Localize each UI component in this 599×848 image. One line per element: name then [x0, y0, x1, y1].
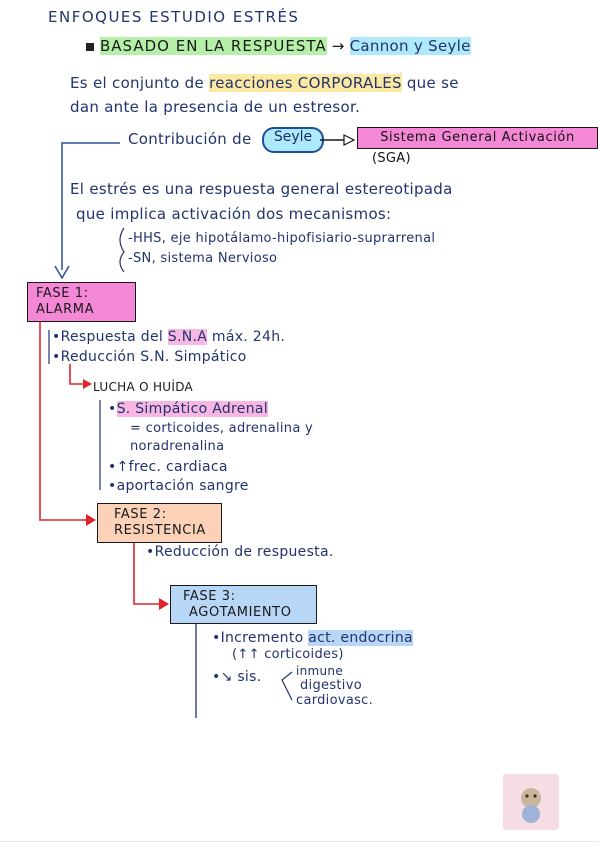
- fight-item-1c: noradrenalina: [130, 439, 225, 454]
- fight-or-flight-label: LUCHA O HUÍDA: [93, 380, 194, 394]
- system-digestive: digestivo: [300, 678, 362, 693]
- arrow-right-icon: [343, 134, 356, 146]
- mechanism-sn: -SN, sistema Nervioso: [128, 251, 278, 266]
- page-bottom-edge: [0, 841, 599, 842]
- intro-line-1: Es el conjunto de reacciones CORPORALES …: [70, 74, 459, 92]
- sticker-logo: [503, 774, 559, 830]
- intro-line-2: dan ante la presencia de un estresor.: [70, 98, 361, 116]
- arrow-down-icon: [54, 265, 70, 280]
- fight-item-2: •↑frec. cardiaca: [108, 459, 228, 475]
- contribution-label: Contribución de: [128, 130, 252, 148]
- section-heading: BASADO EN LA RESPUESTA → Cannon y Seyle: [86, 37, 471, 55]
- arrow-right-red-icon-2: [83, 379, 92, 389]
- phase3-bullet-2: •↘ sis.: [212, 669, 262, 685]
- phase1-bullet-1: •Respuesta del S.N.A máx. 24h.: [52, 329, 286, 345]
- red-connector-phase3: [133, 543, 167, 605]
- red-connector-fight: [69, 364, 90, 385]
- phase3-bullet-1: •Incremento act. endocrina: [212, 630, 413, 646]
- blue-connector: [61, 142, 120, 270]
- red-connector-phase2: [39, 322, 94, 521]
- fight-item-1b: = corticoides, adrenalina y: [130, 421, 314, 436]
- definition-line-1: El estrés es una respuesta general ester…: [70, 180, 453, 198]
- fight-item-1: •S. Simpático Adrenal: [108, 401, 268, 417]
- mechanism-hhs: -HHS, eje hipotálamo-hipofisiario-suprar…: [128, 231, 436, 246]
- arrow-right-red-icon-3: [159, 598, 169, 610]
- sga-acronym: (SGA): [372, 151, 411, 166]
- system-cardio: cardiovasc.: [296, 693, 374, 708]
- sga-box: Sistema General Activación: [357, 127, 598, 149]
- seyle-oval: Seyle: [262, 127, 324, 153]
- phase3-bullet-1b: (↑↑ corticoides): [232, 647, 344, 662]
- phase-3-box: FASE 3: AGOTAMIENTO: [170, 585, 317, 624]
- bracket-icon: [119, 227, 125, 273]
- phase1-bullet-2: •Reducción S.N. Simpático: [52, 349, 247, 365]
- phase-2-box: FASE 2: RESISTENCIA: [97, 503, 222, 543]
- phase2-bullet: •Reducción de respuesta.: [146, 544, 334, 560]
- arrow-right-red-icon: [86, 514, 96, 526]
- square-bullet-icon: [86, 42, 94, 51]
- definition-line-2: que implica activación dos mecanismos:: [76, 205, 392, 223]
- fight-item-3: •aportación sangre: [108, 478, 249, 494]
- system-immune: inmune: [296, 664, 344, 678]
- page-title: ENFOQUES ESTUDIO ESTRÉS: [48, 8, 300, 26]
- authors: Cannon y Seyle: [349, 37, 471, 55]
- phase-1-box: FASE 1: ALARMA: [27, 282, 136, 322]
